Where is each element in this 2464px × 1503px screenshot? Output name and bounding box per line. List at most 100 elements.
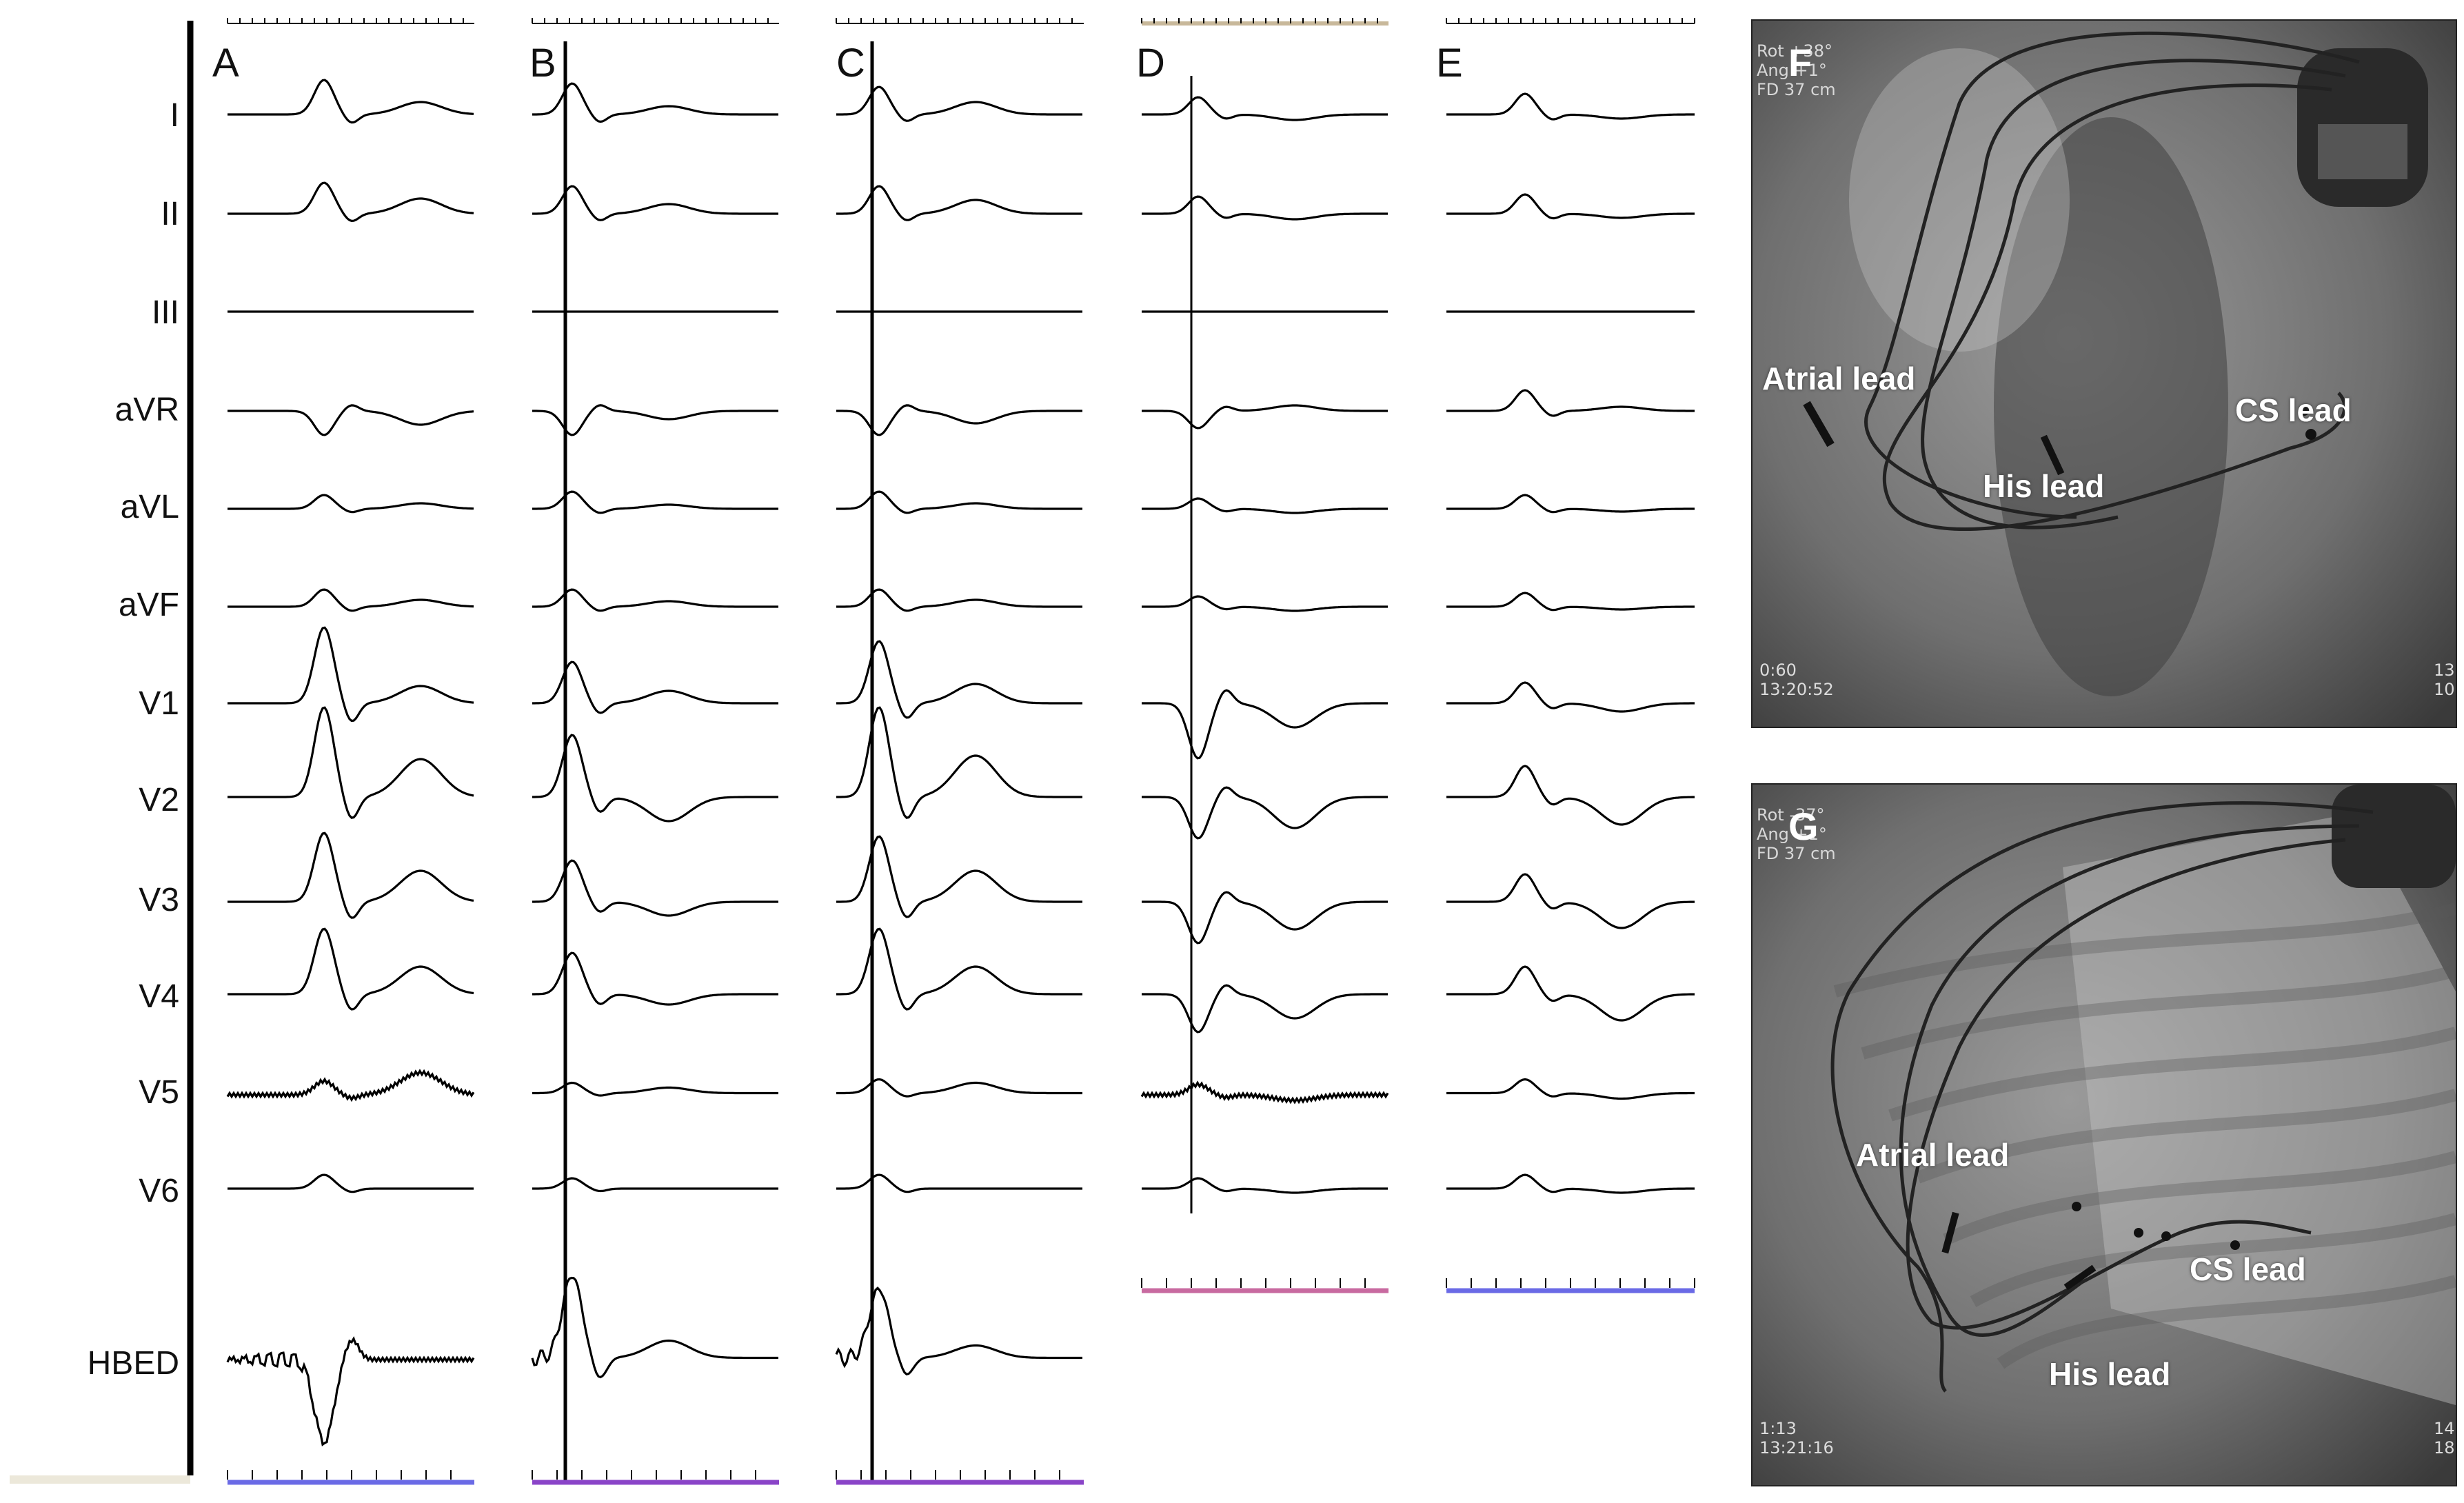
fluoro-f-time-duration: 0:60 xyxy=(1759,660,1797,680)
panel-letter-e: E xyxy=(1436,41,1463,85)
ecg-trace-a-i xyxy=(228,79,474,124)
ecg-trace-a-v2 xyxy=(228,706,474,819)
lead-label-avr: aVR xyxy=(114,392,179,428)
fluoroscopy-g-drawing xyxy=(1753,785,2456,1485)
fluoro-g-cs-lead-electrode-3 xyxy=(2161,1231,2171,1241)
lead-label-v4: V4 xyxy=(139,978,179,1015)
ecg-trace-b-hbed xyxy=(531,1276,778,1379)
lead-label-iii: III xyxy=(151,294,179,331)
lead-label-v3: V3 xyxy=(139,882,179,918)
ecg-trace-a-hbed xyxy=(226,1336,475,1446)
ecg-trace-d-avr xyxy=(1142,404,1388,430)
fluoro-f-his-lead-tip xyxy=(2040,434,2065,476)
ecg-trace-a-v5 xyxy=(226,1069,475,1102)
ecg-trace-d-ii xyxy=(1142,195,1388,221)
fluoro-g-rib-1 xyxy=(1861,965,2456,1060)
fluoro-f-label-cs-lead: CS lead xyxy=(2235,392,2352,428)
ecg-trace-b-avf xyxy=(532,588,778,612)
ecg-trace-c-v1 xyxy=(836,640,1082,719)
fluoro-g-rib-3 xyxy=(1915,1089,2456,1184)
ecg-trace-b-v3 xyxy=(532,859,778,917)
ecg-trace-c-ii xyxy=(836,185,1082,221)
fluoroscopy-image-f: Rot +38° Ang +1° FD 37 cm F 0:60 13:20:5… xyxy=(1751,19,2457,728)
fluoro-f-cs-lead-electrode-1 xyxy=(2299,405,2310,416)
fluoro-g-letter: G xyxy=(1788,805,1819,848)
ecg-trace-e-avf xyxy=(1446,592,1695,612)
fluoro-g-edge-digit-bottom: 18 xyxy=(2434,1438,2455,1457)
ecg-trace-b-v5 xyxy=(532,1081,778,1097)
fluoro-g-background xyxy=(1753,785,2456,1485)
fluoro-g-atrial-lead-wire xyxy=(1830,801,2374,1393)
ecg-trace-c-v3 xyxy=(836,835,1082,918)
ecg-trace-a-avl xyxy=(228,494,474,514)
ecg-trace-e-avl xyxy=(1446,494,1695,514)
ecg-trace-e-v5 xyxy=(1446,1078,1695,1100)
ecg-trace-e-v6 xyxy=(1446,1173,1695,1194)
ecg-trace-b-avr xyxy=(532,404,778,436)
ecg-trace-c-i xyxy=(836,85,1082,122)
ecg-trace-b-v4 xyxy=(532,951,778,1006)
panel-letter-b: B xyxy=(529,41,556,85)
fluoro-g-cs-lead-electrode-2 xyxy=(2134,1228,2143,1238)
ecg-trace-d-avl xyxy=(1142,497,1388,514)
fluoro-f-overlay-fd: FD 37 cm xyxy=(1757,80,1836,99)
ecg-trace-c-v5 xyxy=(836,1078,1082,1098)
fluoro-g-cs-lead-electrode-1 xyxy=(2072,1202,2081,1211)
lead-label-i: I xyxy=(170,97,179,134)
ecg-trace-d-v2 xyxy=(1142,786,1388,840)
ecg-trace-e-ii xyxy=(1446,193,1695,220)
left-axis-base xyxy=(10,1475,190,1484)
panel-letter-c: C xyxy=(836,41,865,85)
fluoro-g-his-lead-wire xyxy=(1899,824,2360,1338)
ecg-trace-b-i xyxy=(532,82,778,123)
fluoro-f-atrial-lead-tip xyxy=(1803,401,1835,447)
fluoro-f-generator-battery xyxy=(2318,124,2407,179)
lead-label-avf: aVF xyxy=(118,587,179,623)
lead-label-avl: aVL xyxy=(120,489,179,525)
panel-letter-a: A xyxy=(212,41,239,85)
fluoro-f-lung-bright xyxy=(1849,48,2070,352)
ecg-trace-b-v6 xyxy=(532,1177,778,1193)
ecg-trace-c-v4 xyxy=(836,927,1082,1011)
fluoro-g-rib-2 xyxy=(1888,1027,2456,1122)
fluoro-g-edge-digit-top: 14 xyxy=(2434,1419,2455,1438)
ecg-trace-e-v3 xyxy=(1446,873,1695,929)
ecg-trace-a-v6 xyxy=(228,1173,474,1193)
fluoro-g-cs-lead-wire xyxy=(1906,838,2346,1330)
ecg-trace-c-avl xyxy=(836,490,1082,514)
fluoro-g-label-his-lead: His lead xyxy=(2049,1356,2171,1392)
ecg-trace-c-hbed xyxy=(835,1287,1082,1376)
fluoro-g-time-duration: 1:13 xyxy=(1759,1419,1797,1438)
lead-label-ii: II xyxy=(161,196,179,232)
ecg-trace-b-avl xyxy=(532,490,778,514)
ecg-trace-c-v2 xyxy=(836,706,1082,819)
fluoro-g-overlay-rot: Rot -37° xyxy=(1757,805,1825,825)
ecg-trace-e-avr xyxy=(1446,389,1695,417)
ecg-trace-a-v4 xyxy=(228,927,474,1011)
fluoro-g-rib-4 xyxy=(1943,1151,2456,1246)
fluoroscopy-f-drawing xyxy=(1753,21,2456,727)
fluoro-f-label-atrial-lead: Atrial lead xyxy=(1762,361,1916,396)
ecg-traces-layer xyxy=(10,18,1695,1485)
ecg-trace-e-v1 xyxy=(1446,681,1695,713)
ecg-trace-e-v2 xyxy=(1446,765,1695,826)
ecg-trace-a-avf xyxy=(228,588,474,612)
ecg-trace-d-v6 xyxy=(1142,1177,1388,1194)
ecg-trace-c-v6 xyxy=(836,1173,1082,1193)
fluoro-g-time-clock: 13:21:16 xyxy=(1759,1438,1834,1457)
ecg-trace-d-v3 xyxy=(1142,891,1388,945)
ecg-trace-d-v1 xyxy=(1142,689,1388,760)
ecg-trace-a-v3 xyxy=(228,831,474,919)
fluoro-g-rib-5 xyxy=(1970,1213,2456,1307)
fluoro-g-overlay-fd: FD 37 cm xyxy=(1757,844,1836,863)
fluoro-f-time-clock: 13:20:52 xyxy=(1759,680,1834,699)
ecg-trace-e-i xyxy=(1446,92,1695,121)
panel-letter-d: D xyxy=(1136,41,1165,85)
fluoro-g-rib-6 xyxy=(1997,1275,2456,1369)
fluoro-g-cs-lead-electrode-4 xyxy=(2230,1240,2240,1250)
ecg-trace-e-v4 xyxy=(1446,965,1695,1022)
fluoro-f-cs-lead-electrode-2 xyxy=(2305,429,2316,440)
lead-label-v5: V5 xyxy=(139,1074,179,1111)
fluoro-f-cs-lead-wire xyxy=(1882,83,2347,531)
